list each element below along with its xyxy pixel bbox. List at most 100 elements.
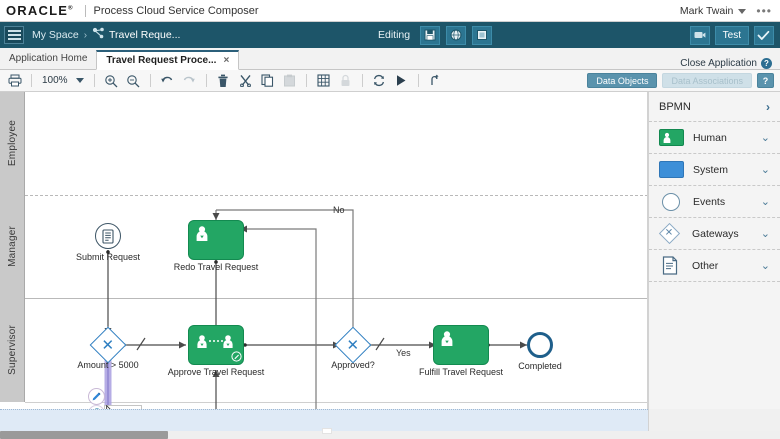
- human-task-shape: [188, 220, 244, 260]
- toolbar-divider: [31, 74, 32, 87]
- node-completed-end-event[interactable]: Completed: [518, 332, 562, 371]
- brand-bar-right: Mark Twain •••: [680, 5, 780, 17]
- horizontal-scrollbar[interactable]: [0, 428, 780, 439]
- sync-refresh-icon[interactable]: [371, 72, 388, 89]
- chevron-down-icon: [75, 78, 84, 83]
- node-redo-travel-request[interactable]: Redo Travel Request: [174, 220, 258, 272]
- edit-pencil-icon[interactable]: [88, 388, 105, 405]
- node-submit-request[interactable]: Submit Request: [76, 223, 140, 262]
- breadcrumb-current[interactable]: Travel Reque...: [109, 29, 181, 41]
- palette-header[interactable]: BPMN ›: [649, 92, 780, 122]
- breadcrumb-my-space[interactable]: My Space: [32, 29, 79, 41]
- paste-icon: [281, 72, 298, 89]
- node-fulfill-travel-request[interactable]: Fulfill Travel Request: [419, 325, 503, 377]
- human-task-icon: [659, 129, 684, 146]
- oracle-logo: ORACLE®: [6, 3, 77, 18]
- node-label: Approve Travel Request: [168, 367, 265, 378]
- help-icon[interactable]: ?: [761, 58, 772, 69]
- palette-item-other[interactable]: Other ⌄: [649, 250, 780, 282]
- node-label: Approved?: [331, 360, 375, 370]
- copy-icon[interactable]: [259, 72, 276, 89]
- delete-trash-icon[interactable]: [215, 72, 232, 89]
- brand-bar: ORACLE® Process Cloud Service Composer M…: [0, 0, 780, 22]
- tab-application-home[interactable]: Application Home: [0, 49, 96, 69]
- cut-scissors-icon[interactable]: [237, 72, 254, 89]
- toolbar-divider: [305, 74, 307, 87]
- grid-icon[interactable]: [315, 72, 332, 89]
- palette-item-label: Human: [693, 131, 727, 144]
- tab-label: Application Home: [9, 53, 88, 64]
- oracle-wordmark: ORACLE: [6, 3, 69, 18]
- snapshot-icon[interactable]: [472, 25, 493, 45]
- publish-globe-icon[interactable]: [446, 25, 467, 45]
- connector-layer: [103, 209, 527, 439]
- close-icon[interactable]: ×: [223, 54, 230, 66]
- process-canvas[interactable]: Employee Manager Supervisor: [0, 92, 648, 439]
- single-user-icon: [196, 226, 208, 241]
- flow-label-yes: Yes: [396, 348, 411, 358]
- zoom-in-icon[interactable]: [103, 72, 120, 89]
- toolbar-divider: [205, 74, 207, 87]
- player-camera-icon[interactable]: [689, 25, 710, 45]
- exclusive-gateway-icon: ✕: [89, 326, 127, 364]
- scrollbar-thumb[interactable]: [0, 431, 168, 439]
- zoom-out-icon[interactable]: [125, 72, 142, 89]
- print-icon[interactable]: [6, 72, 23, 89]
- lane-bottom-edge: [25, 402, 647, 403]
- top-navigation-bar: My Space › Travel Reque... Editing: [0, 22, 780, 48]
- toolbar-divider: [93, 74, 95, 87]
- palette-item-events[interactable]: Events ⌄: [649, 186, 780, 218]
- tab-label: Travel Request Proce...: [106, 54, 217, 66]
- swimlane-header-column: Employee Manager Supervisor: [0, 92, 25, 402]
- editor-toolbar-right: Data Objects Data Associations ?: [587, 73, 774, 88]
- node-amount-gateway[interactable]: ✕ Amount > 5000: [77, 326, 139, 370]
- palette-bottom-strip: [648, 409, 780, 431]
- close-application-area: Close Application ?: [680, 58, 780, 69]
- brand-divider: [84, 4, 86, 17]
- undo-icon[interactable]: [159, 72, 176, 89]
- test-button[interactable]: Test: [714, 25, 749, 45]
- palette-item-human[interactable]: Human ⌄: [649, 122, 780, 154]
- exclusive-gateway-icon: ✕: [334, 326, 372, 364]
- redo-icon[interactable]: [181, 72, 198, 89]
- data-associations-button: Data Associations: [662, 73, 752, 88]
- human-task-shape: [188, 325, 244, 365]
- hamburger-menu-icon[interactable]: [4, 26, 24, 44]
- data-objects-button[interactable]: Data Objects: [587, 73, 658, 88]
- more-options-icon[interactable]: •••: [756, 3, 772, 18]
- tab-travel-request-process[interactable]: Travel Request Proce... ×: [96, 50, 240, 70]
- other-artifact-icon: [662, 255, 679, 276]
- node-approved-gateway[interactable]: ✕ Approved?: [331, 326, 375, 370]
- toolbar-divider: [417, 74, 419, 87]
- palette-item-label: System: [693, 163, 729, 176]
- save-icon[interactable]: [420, 25, 441, 45]
- node-label: Amount > 5000: [77, 360, 139, 370]
- node-label: Submit Request: [75, 252, 141, 262]
- human-task-shape: [433, 325, 489, 365]
- node-approve-travel-request[interactable]: Approve Travel Request: [168, 325, 264, 377]
- toolbar-divider: [361, 74, 363, 87]
- palette-title: BPMN: [659, 100, 691, 113]
- start-event-shape: [95, 223, 121, 249]
- sequence-flow-icon[interactable]: [427, 72, 444, 89]
- palette-item-gateways[interactable]: ✕ Gateways ⌄: [649, 218, 780, 250]
- chevron-down-icon[interactable]: ⌄: [760, 196, 770, 208]
- palette-item-label: Events: [693, 195, 726, 208]
- palette-item-system[interactable]: System ⌄: [649, 154, 780, 186]
- chevron-down-icon[interactable]: ⌄: [760, 164, 770, 176]
- process-icon: [92, 27, 105, 43]
- play-icon[interactable]: [393, 72, 410, 89]
- chevron-down-icon[interactable]: ⌄: [760, 228, 770, 240]
- chevron-down-icon[interactable]: ⌄: [760, 260, 770, 272]
- edit-badge-icon: [231, 351, 242, 362]
- topbar-center-actions: Editing: [378, 25, 493, 45]
- form-document-icon: [102, 228, 114, 244]
- check-icon[interactable]: [753, 25, 774, 45]
- close-application-link[interactable]: Close Application: [680, 58, 757, 69]
- bpmn-palette: BPMN › Human ⌄ System ⌄: [648, 92, 780, 439]
- chevron-down-icon[interactable]: ⌄: [760, 132, 770, 144]
- user-menu[interactable]: Mark Twain: [680, 5, 747, 17]
- chevron-right-icon[interactable]: ›: [766, 99, 770, 114]
- zoom-level-select[interactable]: 100%: [40, 74, 86, 87]
- toolbar-help-button[interactable]: ?: [757, 73, 774, 88]
